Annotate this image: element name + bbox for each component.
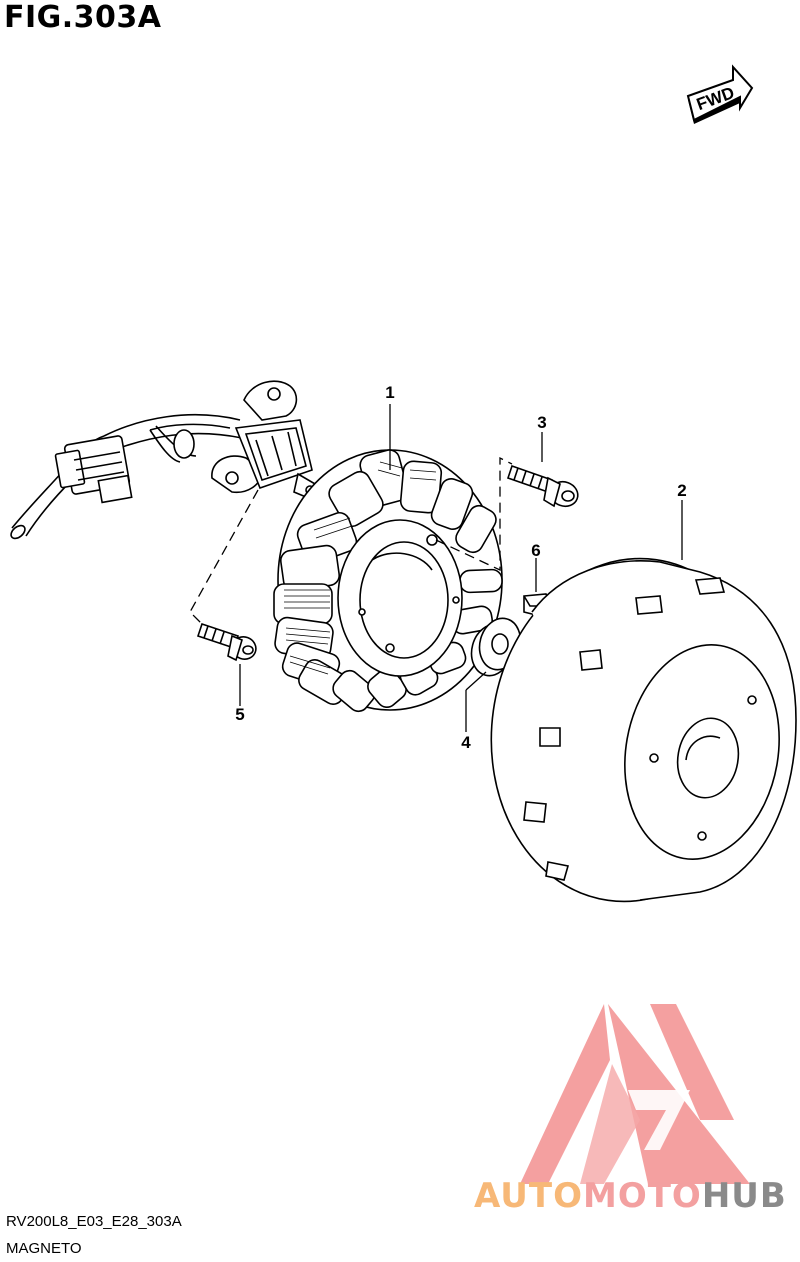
figure-name: MAGNETO: [6, 1240, 82, 1257]
callout-6: 6: [531, 541, 540, 560]
coil-windings: [284, 461, 437, 675]
figure-code: RV200L8_E03_E28_303A: [6, 1213, 182, 1230]
stator-part: [273, 449, 503, 713]
callout-1: 1: [385, 383, 394, 402]
callout-leaders: [189, 404, 683, 732]
rotor-part: [490, 557, 797, 903]
wire-grommet: [211, 380, 323, 504]
bolt-5-part: [196, 622, 257, 662]
rotor-windows: [523, 577, 726, 881]
callout-labels: 1 2 3 4 5 6: [235, 383, 686, 752]
fwd-arrow-icon: FWD: [686, 64, 754, 124]
callout-3: 3: [537, 413, 546, 432]
wiring-harness: [10, 414, 243, 540]
bolt-3-part: [506, 464, 579, 508]
watermark-auto: AUTO: [474, 1176, 583, 1216]
watermark-text: AUTOMOTOHUB: [474, 1176, 787, 1216]
watermark-moto: MOTO: [582, 1176, 702, 1216]
callout-2: 2: [677, 481, 686, 500]
stator-coils: [273, 449, 503, 713]
callout-4: 4: [461, 733, 471, 752]
callout-5: 5: [235, 705, 244, 724]
watermark-logo-icon: [520, 1004, 750, 1184]
figure-title: FIG.303A: [4, 0, 162, 35]
watermark-hub: HUB: [701, 1176, 787, 1216]
